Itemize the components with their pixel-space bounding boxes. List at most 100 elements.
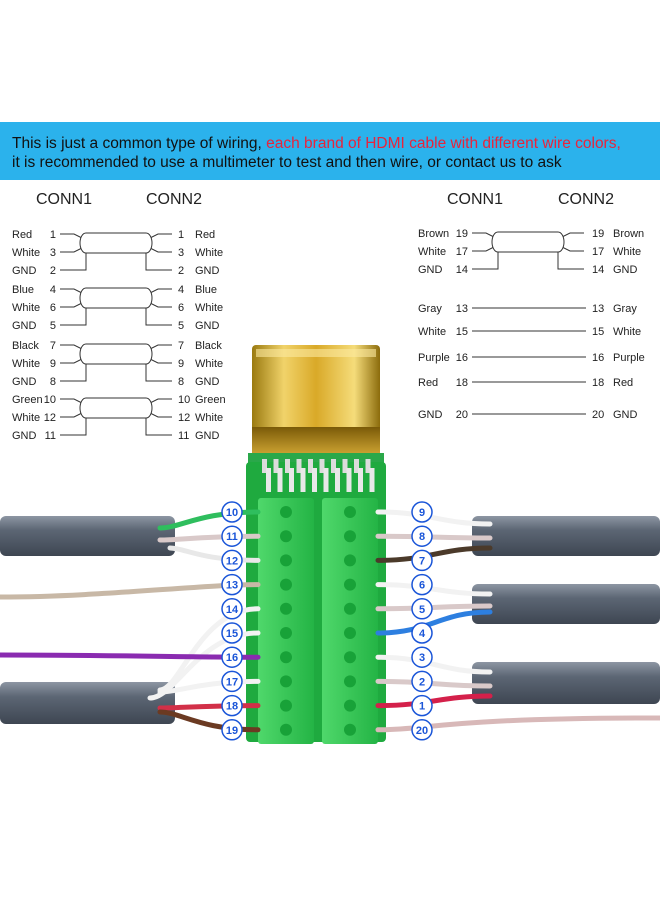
conn2-wire-label: GND <box>195 376 220 388</box>
board-pin <box>369 468 375 492</box>
pin-marker-label: 14 <box>226 604 239 616</box>
terminal-screw <box>344 699 356 712</box>
conn1-pin-number: 14 <box>456 264 468 276</box>
hdmi-connector <box>248 345 384 467</box>
conn1-wire-label: Purple <box>418 352 450 364</box>
conn1-pin-number: 17 <box>456 246 468 258</box>
conn2-pin-number: 17 <box>592 246 604 258</box>
conn1-wire-label: White <box>12 247 40 259</box>
pin-marker <box>411 646 433 668</box>
pin-marker-label: 7 <box>419 555 425 567</box>
conn1-pin-number: 9 <box>50 358 56 370</box>
pin-marker-label: 11 <box>226 531 238 543</box>
conn2-wire-label: White <box>613 326 641 338</box>
right-conn1-header: CONN1 <box>447 191 503 208</box>
ground-line <box>145 253 172 271</box>
pin-marker <box>411 573 433 596</box>
notice-line-2: it is recommended to use a multimeter to… <box>12 154 562 171</box>
ground-line <box>60 308 87 326</box>
ground-line <box>145 364 172 382</box>
pin-marker <box>221 549 243 572</box>
conn1-wire-label: Green <box>12 394 43 406</box>
board-pin <box>285 459 290 473</box>
wire-lead <box>375 693 493 709</box>
ground-line <box>145 308 172 326</box>
board-pin <box>358 468 363 492</box>
board-pin <box>296 459 302 473</box>
pin-marker-label: 15 <box>226 628 238 640</box>
wire-lead <box>375 582 493 597</box>
conn1-pin-number: 10 <box>44 394 56 406</box>
pin-marker <box>221 501 243 523</box>
ground-line <box>145 418 172 436</box>
cable-right-1 <box>472 516 660 556</box>
conn1-wire-label: Black <box>12 340 39 352</box>
conn2-wire-label: White <box>195 302 223 314</box>
conn1-wire-label: GND <box>418 264 443 276</box>
shielded-pair <box>79 287 153 309</box>
conn1-pin-number: 3 <box>50 247 56 259</box>
pin-marker <box>411 501 433 523</box>
notice-banner <box>0 122 660 180</box>
terminal-screw <box>280 651 292 664</box>
conn2-pin-number: 1 <box>178 229 184 241</box>
wire-lead <box>0 652 261 660</box>
board-pin <box>319 459 325 473</box>
conn1-wire-label: White <box>418 326 446 338</box>
conn1-wire-label: GND <box>418 409 443 421</box>
conn1-pin-number: 5 <box>50 320 56 332</box>
pin-marker-label: 10 <box>226 507 238 519</box>
board-pin <box>323 468 329 492</box>
wire-lead <box>157 509 261 531</box>
conn1-wire-label: GND <box>12 376 37 388</box>
ground-line <box>60 418 87 436</box>
conn2-pin-number: 3 <box>178 247 184 259</box>
shielded-pair <box>79 232 153 254</box>
terminal-screw <box>280 506 292 518</box>
terminal-screw <box>280 554 292 567</box>
conn2-pin-number: 8 <box>178 376 184 388</box>
terminal-screw <box>344 506 356 518</box>
conn1-wire-label: Blue <box>12 284 34 296</box>
shielded-pair <box>79 397 153 419</box>
shielded-pair <box>491 231 565 253</box>
conn1-pin-number: 1 <box>50 229 56 241</box>
conn2-pin-number: 4 <box>178 284 184 296</box>
wire-lead <box>375 509 493 527</box>
cable-left-1 <box>0 516 175 556</box>
wire-lead <box>375 715 660 733</box>
cables <box>0 516 660 724</box>
conn1-pin-number: 19 <box>456 228 468 240</box>
ground-line <box>60 253 87 271</box>
wire-lead <box>0 582 261 600</box>
conn2-pin-number: 6 <box>178 302 184 314</box>
board-pin <box>289 468 294 492</box>
pin-marker-label: 18 <box>226 701 238 713</box>
conn2-wire-label: GND <box>195 430 220 442</box>
shielded-pair <box>79 343 153 365</box>
wire-lead <box>375 609 493 636</box>
pin-marker <box>221 598 243 620</box>
terminal-screw <box>344 602 356 615</box>
board-pin <box>342 459 348 473</box>
board-pin <box>277 468 283 492</box>
conn2-wire-label: Black <box>195 340 222 352</box>
conn1-wire-label: Red <box>12 229 32 241</box>
ground-line <box>557 252 584 270</box>
conn2-pin-number: 5 <box>178 320 184 332</box>
conn2-wire-label: White <box>195 358 223 370</box>
cable-right-3 <box>472 662 660 704</box>
pin-marker-label: 1 <box>419 701 425 713</box>
terminal-screw <box>280 675 292 688</box>
conn2-pin-number: 7 <box>178 340 184 352</box>
wire-lead <box>167 545 261 563</box>
wire-lead <box>147 630 261 701</box>
pin-marker <box>411 525 433 547</box>
conn1-wire-label: White <box>12 358 40 370</box>
conn2-wire-label: Green <box>195 394 226 406</box>
conn1-wire-label: GND <box>12 430 37 442</box>
conn1-wire-label: White <box>418 246 446 258</box>
pin-marker <box>411 719 433 741</box>
conn1-pin-number: 16 <box>456 352 468 364</box>
terminal-screw <box>280 578 292 591</box>
